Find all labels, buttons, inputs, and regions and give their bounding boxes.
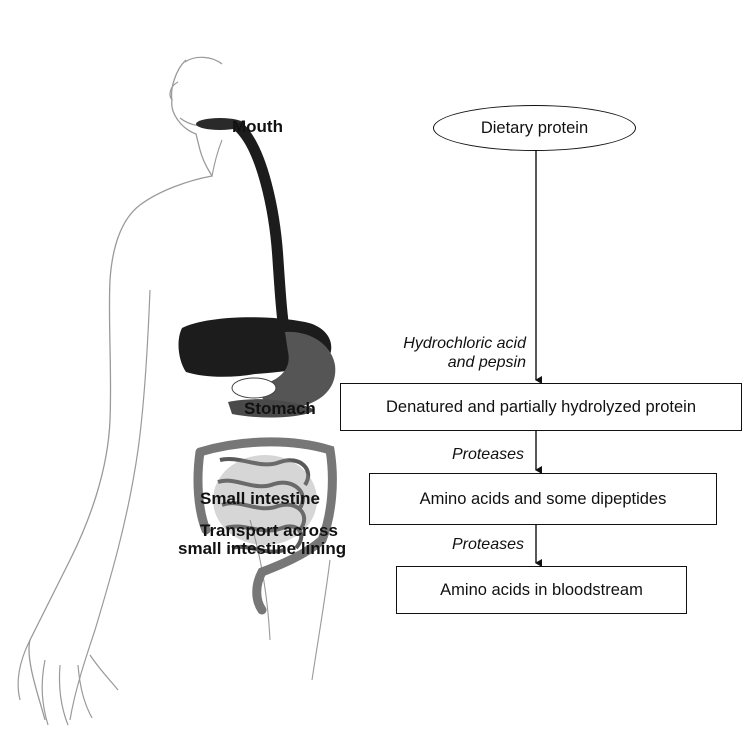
node-amino-bloodstream: Amino acids in bloodstream [396, 566, 687, 614]
node-amino-dipeptides: Amino acids and some dipeptides [369, 473, 717, 525]
enzyme-label-3: Proteases [400, 535, 524, 554]
enzyme-label-1-line2: and pepsin [360, 353, 526, 372]
node-denatured-protein: Denatured and partially hydrolyzed prote… [340, 383, 742, 431]
node-dietary-protein: Dietary protein [433, 105, 636, 151]
enzyme-label-2: Proteases [400, 445, 524, 464]
enzyme-label-1-line1: Hydrochloric acid [360, 334, 526, 353]
